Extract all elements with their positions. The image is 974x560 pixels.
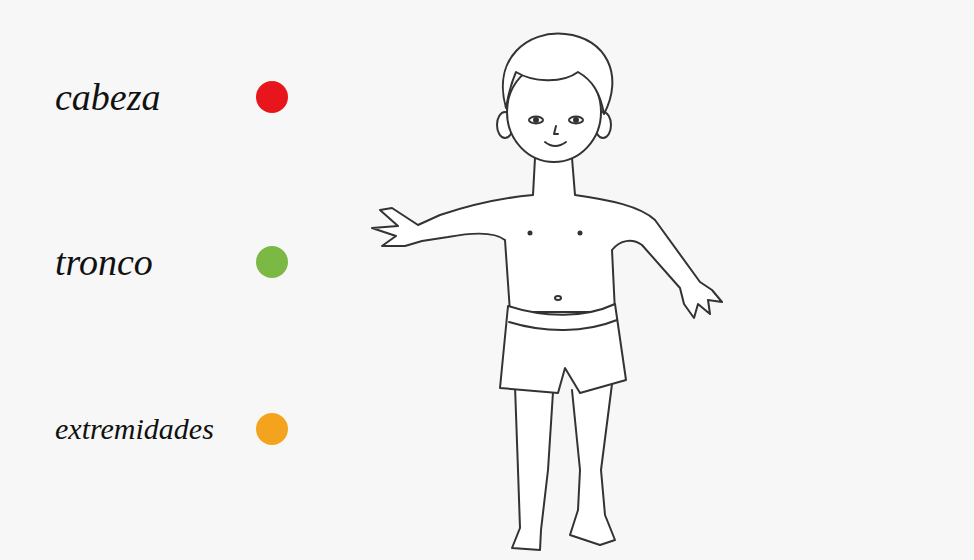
eye: [569, 117, 583, 124]
legend-entry: extremidades: [55, 404, 355, 454]
waistband: [509, 320, 617, 330]
legend-dot: [256, 246, 288, 278]
legend-label: cabeza: [55, 72, 161, 122]
nipple: [529, 232, 532, 235]
hair: [503, 34, 612, 114]
legend-entry: cabeza: [55, 72, 355, 122]
nipple: [579, 232, 582, 235]
pupil: [574, 118, 578, 122]
legend-dot: [256, 413, 288, 445]
pupil: [534, 118, 538, 122]
legend-entry: tronco: [55, 237, 355, 287]
legend-label: extremidades: [55, 404, 214, 454]
legend-dot: [256, 81, 288, 113]
right-leg: [570, 384, 615, 545]
navel: [555, 296, 561, 300]
mouth: [545, 142, 566, 146]
shorts: [500, 304, 626, 393]
nose: [554, 126, 558, 134]
torso-arms: [372, 158, 722, 318]
eye: [529, 117, 543, 124]
left-leg: [512, 386, 553, 550]
legend-label: tronco: [55, 237, 153, 287]
